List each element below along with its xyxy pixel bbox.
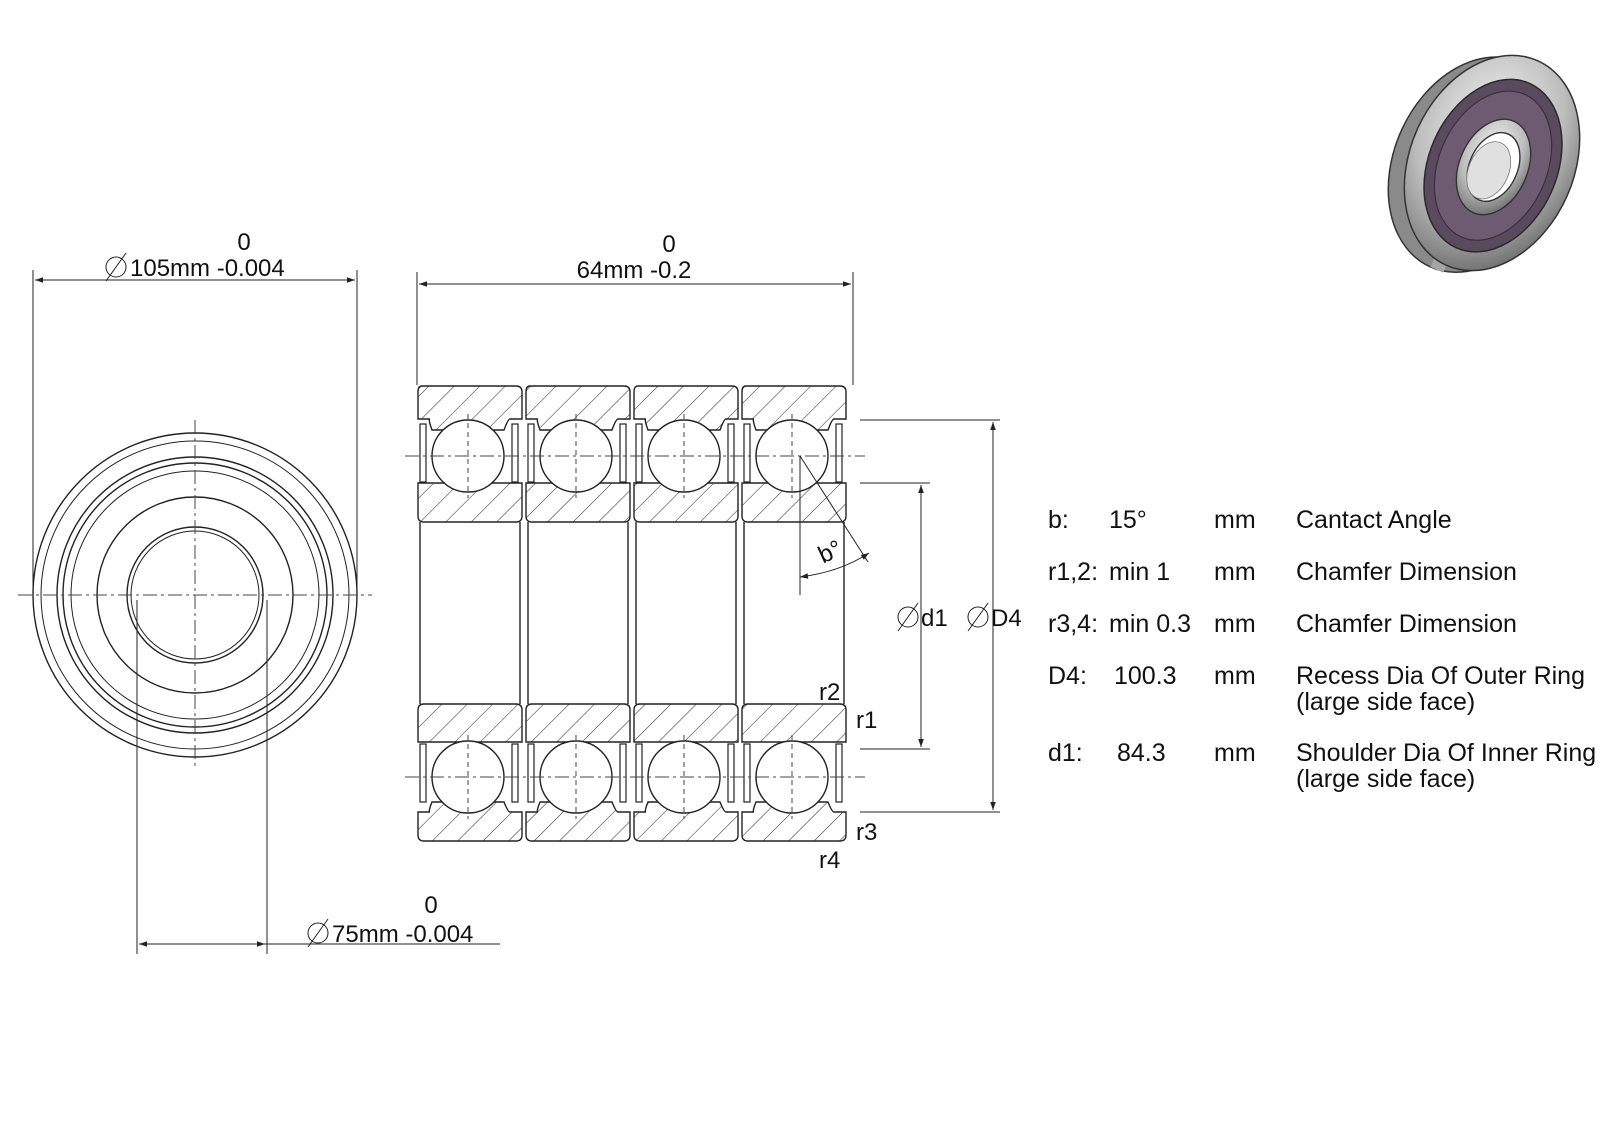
r1-label: r1 <box>856 707 877 734</box>
spec-value: 100.3 <box>1114 662 1177 690</box>
seal-section <box>635 423 643 483</box>
inner-ring-section <box>633 703 739 743</box>
bearing-rows <box>417 385 847 842</box>
seal-section <box>419 743 427 803</box>
contact-angle-arc <box>799 552 870 579</box>
spec-symbol: b: <box>1048 506 1069 534</box>
d1-label: d1 <box>921 605 948 632</box>
spec-symbol: D4: <box>1048 662 1087 690</box>
outer-ring-section <box>633 385 739 431</box>
bore-tolerance-upper: 0 <box>424 892 437 919</box>
seal-section <box>619 423 627 483</box>
spec-value: min 1 <box>1109 558 1170 586</box>
width-tolerance-upper: 0 <box>662 231 675 258</box>
r3-label: r3 <box>856 819 877 846</box>
outer-ring-section <box>525 385 631 431</box>
spec-symbol: r1,2: <box>1048 558 1098 586</box>
front-view: 0 105mm -0.004 0 75mm -0.004 <box>18 229 500 954</box>
bearing-3d-render <box>1387 54 1581 273</box>
spec-description-note: (large side face) <box>1296 765 1475 793</box>
inner-ring-section <box>741 482 847 523</box>
section-view: 0 64mm -0.2 b° d1 D4 r2 r1 r3 r4 <box>405 231 1022 874</box>
diameter-symbol-icon <box>307 918 329 948</box>
spec-value: min 0.3 <box>1109 610 1191 638</box>
contact-angle-label: b° <box>814 535 846 569</box>
inner-ring-section <box>417 703 523 743</box>
outer-ring-section <box>417 801 523 842</box>
seal-section <box>743 423 751 483</box>
outer-ring-section <box>741 385 847 431</box>
spec-value: 15° <box>1109 506 1147 534</box>
outer-ring-section <box>633 801 739 842</box>
spec-row: d1: 84.3 mm Shoulder Dia Of Inner Ring (… <box>1048 739 1596 793</box>
seal-section <box>835 743 843 803</box>
r4-label: r4 <box>819 847 840 874</box>
spec-row: r3,4: min 0.3 mm Chamfer Dimension <box>1048 610 1517 638</box>
seal-section <box>635 743 643 803</box>
diameter-symbol-icon <box>105 252 127 282</box>
od-tolerance-upper: 0 <box>237 229 250 256</box>
spec-description: Shoulder Dia Of Inner Ring <box>1296 739 1596 767</box>
seal-section <box>727 423 735 483</box>
inner-ring-section <box>417 482 523 523</box>
seal-section <box>527 423 535 483</box>
seal-section <box>619 743 627 803</box>
spec-description: Chamfer Dimension <box>1296 558 1517 586</box>
inner-ring-section <box>525 703 631 743</box>
spec-unit: mm <box>1214 558 1256 586</box>
spec-description-note: (large side face) <box>1296 688 1475 716</box>
inner-ring-section <box>633 482 739 523</box>
spec-unit: mm <box>1214 506 1256 534</box>
contact-line <box>799 455 869 563</box>
seal-section <box>527 743 535 803</box>
outer-ring-section <box>741 801 847 842</box>
spec-row: b: 15° mm Cantact Angle <box>1048 506 1452 534</box>
spec-table: b: 15° mm Cantact Angle r1,2: min 1 mm C… <box>1048 506 1596 793</box>
spec-row: r1,2: min 1 mm Chamfer Dimension <box>1048 558 1517 586</box>
inner-ring-section <box>525 482 631 523</box>
seal-section <box>727 743 735 803</box>
spec-description: Chamfer Dimension <box>1296 610 1517 638</box>
spec-value: 84.3 <box>1117 739 1166 767</box>
spec-description: Cantact Angle <box>1296 506 1452 534</box>
spec-row: D4: 100.3 mm Recess Dia Of Outer Ring (l… <box>1048 662 1585 716</box>
r2-label: r2 <box>819 679 840 706</box>
seal-section <box>419 423 427 483</box>
seal-section <box>743 743 751 803</box>
spec-description: Recess Dia Of Outer Ring <box>1296 662 1585 690</box>
outer-ring-section <box>525 801 631 842</box>
bore-label: 75mm -0.004 <box>332 921 473 948</box>
spec-symbol: r3,4: <box>1048 610 1098 638</box>
width-label: 64mm -0.2 <box>577 257 692 284</box>
diameter-symbol-icon <box>897 602 919 632</box>
spec-unit: mm <box>1214 739 1256 767</box>
spec-symbol: d1: <box>1048 739 1083 767</box>
D4-label: D4 <box>991 605 1022 632</box>
spec-unit: mm <box>1214 610 1256 638</box>
spec-unit: mm <box>1214 662 1256 690</box>
outer-ring-section <box>417 385 523 431</box>
seal-section <box>835 423 843 483</box>
diameter-symbol-icon <box>967 602 989 632</box>
od-label: 105mm -0.004 <box>130 255 285 282</box>
inner-ring-section <box>741 703 847 743</box>
seal-section <box>511 423 519 483</box>
seal-section <box>511 743 519 803</box>
